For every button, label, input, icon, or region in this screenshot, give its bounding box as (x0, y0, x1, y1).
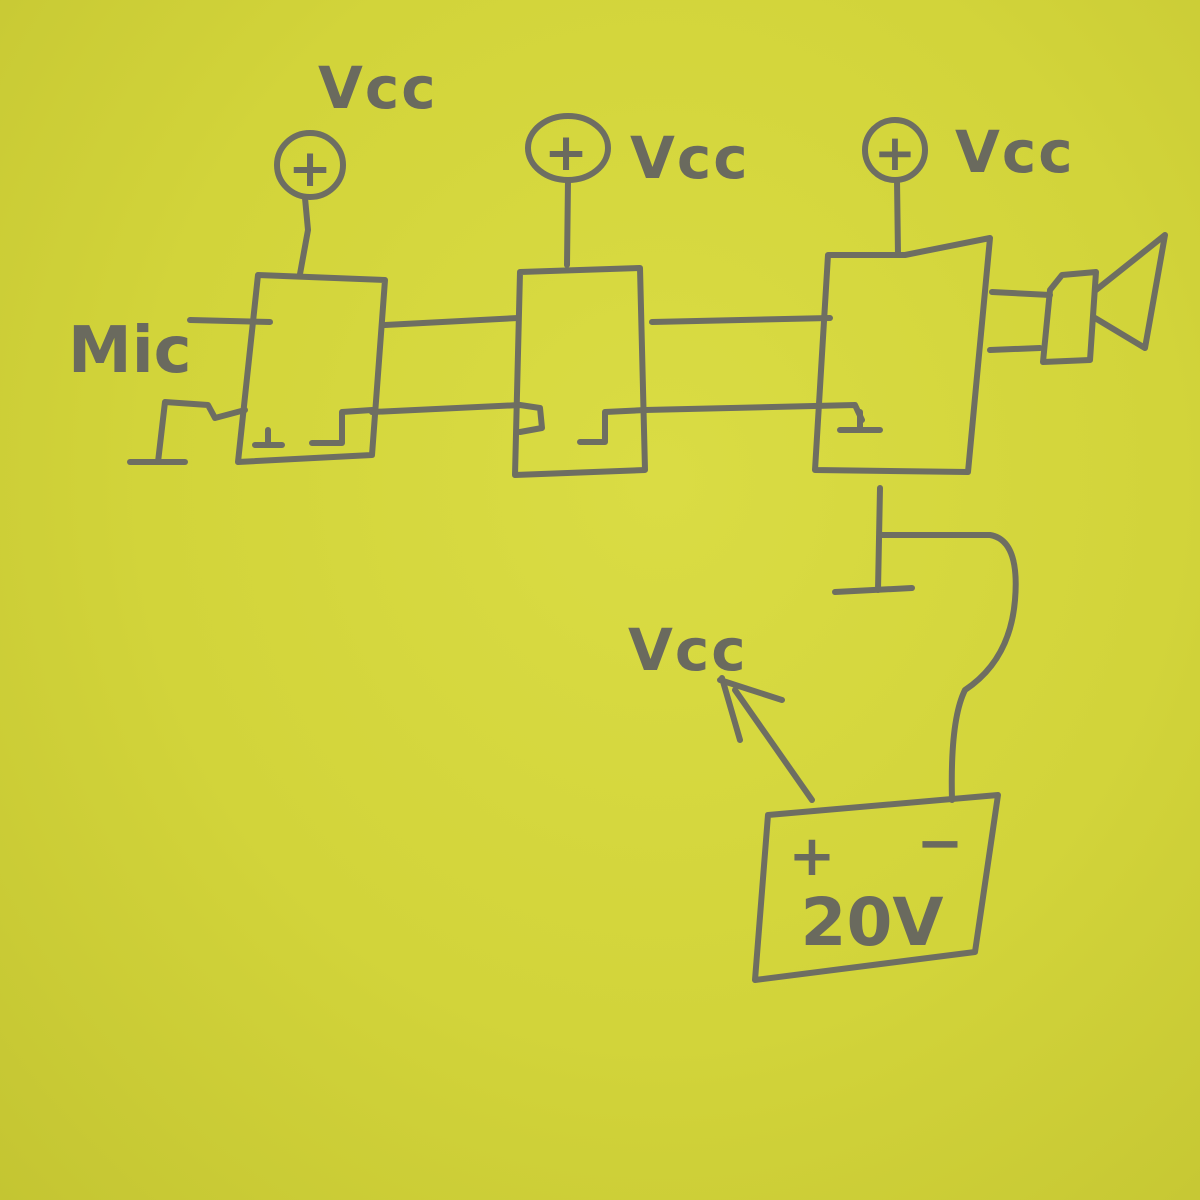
amplifier-stage-2: + Vcc (512, 113, 750, 478)
battery-supply: + − 20V (752, 792, 1001, 983)
wire-stage1-stage2-signal (382, 315, 521, 328)
stage-3-box (812, 235, 993, 475)
supply-vcc-indicator: Vcc (628, 616, 815, 803)
stage-3-ground-symbol (832, 585, 915, 595)
supply-vcc-label: Vcc (628, 616, 748, 684)
stage-2-vcc-wire (564, 177, 571, 268)
mic-signal-wire (187, 317, 273, 325)
speaker-wire-top (989, 289, 1053, 298)
battery-box (752, 792, 1001, 983)
stage-1-vcc-wire (297, 195, 311, 277)
stage-3-plus-symbol: + (874, 124, 916, 182)
stage-3-ground-mark (837, 409, 883, 433)
stage-1-box (235, 272, 388, 465)
speaker-magnet (1040, 269, 1099, 365)
speaker (987, 232, 1168, 365)
stage-1-plus-symbol: + (288, 139, 332, 199)
amplifier-stage-3: + Vcc (812, 117, 1075, 803)
stage-1-ground-mark-right (309, 407, 375, 446)
mic-ground-wire (155, 399, 248, 465)
wire-stage2-stage3-ground (642, 402, 865, 423)
speaker-cone (1092, 232, 1168, 351)
stage-1-vcc-label: Vcc (318, 54, 438, 122)
stage-2-plus-symbol: + (544, 123, 588, 183)
amplifier-stage-1: + Vcc (235, 54, 438, 465)
microphone-input: Mic (68, 314, 273, 465)
battery-plus-label: + (789, 824, 836, 889)
stage-3-ground-wire (875, 485, 883, 593)
speaker-wire-bottom (987, 345, 1043, 353)
supply-vcc-arrow-shaft (732, 687, 815, 803)
stage-2-vcc-label: Vcc (630, 124, 750, 192)
mic-label: Mic (68, 314, 192, 388)
wire-stage1-stage2-ground (369, 402, 545, 435)
battery-voltage-label: 20V (801, 884, 944, 961)
stage-1-vcc-circle (274, 130, 346, 200)
wire-stage2-stage3-signal (649, 315, 833, 325)
battery-minus-label: − (917, 811, 964, 876)
stage-2-box (512, 265, 648, 478)
stage-1-ground-mark-left (252, 427, 285, 448)
stage-3-vcc-label: Vcc (955, 118, 1075, 186)
stage-3-vcc-wire (894, 177, 901, 258)
supply-vcc-arrow-head (717, 675, 785, 743)
battery-negative-wire (877, 532, 1019, 803)
stage-2-ground-mark (577, 407, 648, 445)
